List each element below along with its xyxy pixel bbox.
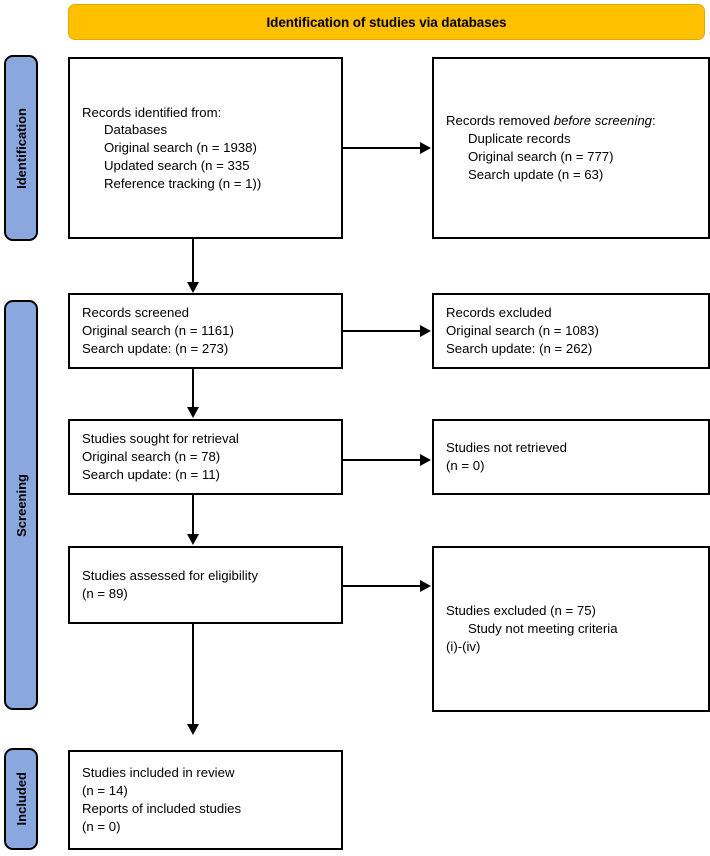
studies-excluded-criteria: Study not meeting criteria (468, 621, 618, 637)
arrow-assessed-to-excluded (420, 579, 431, 592)
banner-identification-via-databases: Identification of studies via databases (68, 4, 705, 40)
records-excluded-line-1: Original search (n = 1083) (446, 323, 599, 339)
studies-sought-line-2: Search update: (n = 11) (82, 466, 220, 482)
studies-not-retrieved-line-1: (n = 0) (446, 458, 485, 473)
arrow-screened-to-excluded (420, 324, 431, 337)
records-removed-title-part1: Records removed (446, 113, 554, 129)
arrow-sought-to-assessed (186, 534, 199, 545)
stage-included: Included (4, 748, 38, 850)
records-removed-title-part2: : (652, 113, 656, 129)
connector-line-assessed-to-excluded (343, 585, 421, 587)
records-excluded-line-2: Search update: (n = 262) (446, 340, 593, 356)
stage-included-label: Included (13, 772, 29, 826)
records-identified-line-0: Databases (104, 122, 168, 138)
studies-assessed-line-1: (n = 89) (82, 586, 128, 601)
box-studies-included-content: Studies included in review (n = 14) Report… (70, 764, 341, 835)
box-studies-excluded: Studies excluded (n = 75) Study not meeti… (432, 546, 710, 712)
records-removed-line-0: Duplicate records (468, 131, 571, 147)
studies-included-line-2: Reports of included studies (82, 801, 242, 816)
studies-assessed-line-0: Studies assessed for eligibility (82, 568, 258, 584)
box-studies-assessed-content: Studies assessed for eligibility (n = 89) (70, 567, 341, 603)
records-screened-line-0: Records screened (82, 305, 190, 321)
box-studies-not-retrieved: Studies not retrieved (n = 0) (432, 419, 710, 495)
connector-line-assessed-to-included (192, 624, 194, 725)
stage-screening-label: Screening (13, 473, 29, 537)
records-removed-title-italic: before screening (553, 113, 652, 129)
records-identified-line-2: Updated search (n = 335 (104, 157, 250, 173)
arrow-assessed-to-included (186, 724, 199, 735)
records-removed-line-2: Search update (n = 63) (468, 166, 604, 182)
studies-included-line-3: (n = 0) (82, 818, 121, 834)
studies-sought-line-0: Studies sought for retrieval (82, 431, 239, 447)
box-studies-included: Studies included in review (n = 14) Report… (68, 750, 343, 850)
stage-identification: Identification (4, 55, 38, 241)
stage-identification-label: Identification (13, 107, 29, 189)
studies-excluded-items: (i)-(iv) (446, 638, 481, 654)
records-excluded-line-0: Records excluded (446, 305, 552, 321)
studies-excluded-title: Studies excluded (n = 75) (446, 603, 596, 619)
banner-title: Identification of studies via databases (266, 14, 507, 30)
box-studies-not-retrieved-content: Studies not retrieved (n = 0) (434, 439, 708, 475)
connector-line-sought-to-not-retrieved (343, 459, 421, 461)
arrow-sought-to-not-retrieved (420, 453, 431, 466)
connector-line-sought-to-assessed (192, 495, 194, 535)
records-identified-line-3: Reference tracking (n = 1)) (104, 175, 262, 191)
box-studies-assessed: Studies assessed for eligibility (n = 89) (68, 546, 343, 624)
records-screened-line-1: Original search (n = 1161) (82, 323, 234, 339)
arrow-identified-to-removed (420, 141, 431, 154)
records-screened-line-2: Search update: (n = 273) (82, 340, 229, 356)
arrow-identified-to-screened (186, 282, 199, 293)
connector-line-identified-to-removed (343, 147, 421, 149)
box-records-removed-content: Records removed before screening: Duplica… (434, 112, 708, 183)
arrow-screened-to-sought (186, 407, 199, 418)
connector-line-screened-to-sought (192, 369, 194, 408)
records-identified-line-1: Original search (n = 1938) (104, 140, 257, 156)
records-identified-title: Records identified from: (82, 104, 222, 120)
connector-line-screened-to-excluded (343, 330, 421, 332)
box-studies-excluded-content: Studies excluded (n = 75) Study not meeti… (434, 602, 708, 655)
studies-included-line-0: Studies included in review (82, 765, 235, 781)
records-removed-line-1: Original search (n = 777) (468, 149, 614, 164)
studies-not-retrieved-line-0: Studies not retrieved (446, 440, 567, 456)
studies-included-line-1: (n = 14) (82, 783, 128, 799)
connector-line-identified-to-screened (192, 239, 194, 283)
box-records-removed: Records removed before screening: Duplica… (432, 57, 710, 239)
studies-sought-line-1: Original search (n = 78) (82, 449, 221, 465)
stage-screening: Screening (4, 300, 38, 710)
